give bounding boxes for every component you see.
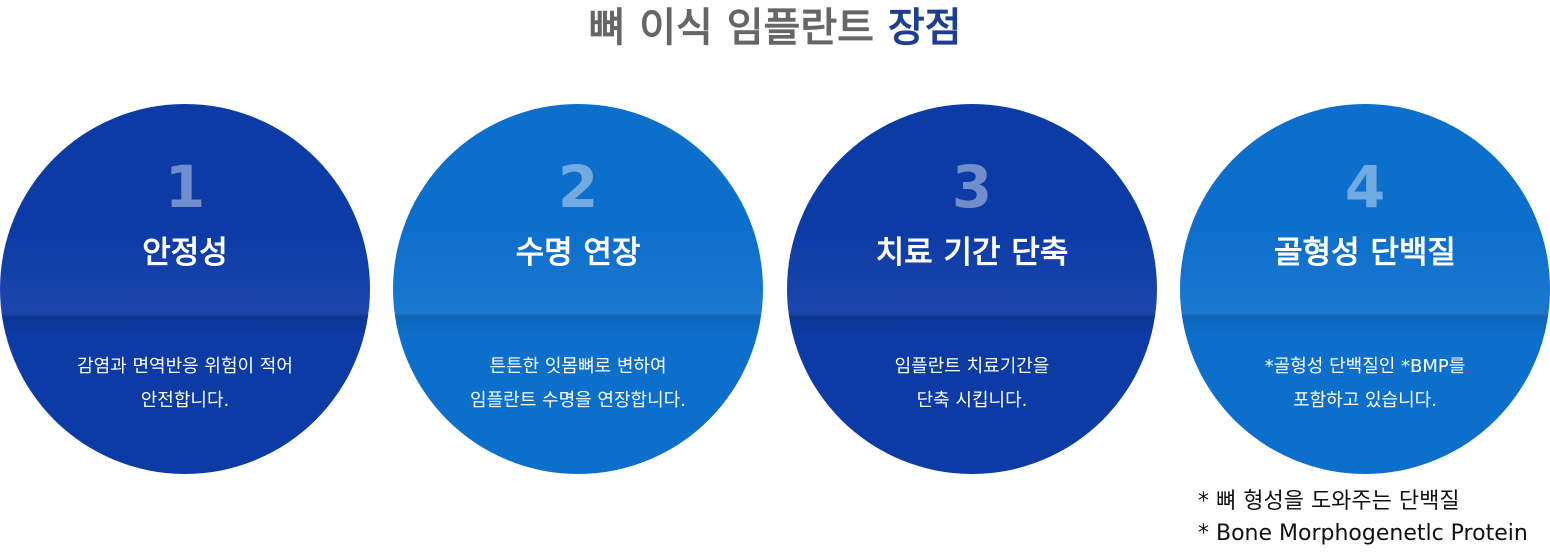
card-title: 수명 연장 [515,235,641,271]
card-title: 안정성 [142,235,228,271]
card-description-line: 임플란트 치료기간을 [894,356,1050,377]
title-main: 뼈 이식 임플란트 [588,5,888,51]
card-number: 2 [557,153,599,221]
card-description-line: 튼튼한 잇몸뼈로 변하여 [489,356,667,377]
card-description-line: 임플란트 수명을 연장합니다. [470,390,686,411]
card-number: 3 [951,153,993,221]
page-title: 뼈 이식 임플란트 장점 [0,2,1550,54]
card-description-line: 감염과 면역반응 위험이 적어 [77,356,293,377]
benefit-card-1: 1 안정성 감염과 면역반응 위험이 적어 안전합니다. [0,104,370,474]
card-number: 1 [164,153,206,221]
card-title: 골형성 단백질 [1274,235,1456,271]
benefit-card-3: 3 치료 기간 단축 임플란트 치료기간을 단축 시킵니다. [787,104,1157,474]
card-description: 튼튼한 잇몸뼈로 변하여 임플란트 수명을 연장합니다. [413,350,743,418]
footnote-line: * Bone Morphogenetlc Protein [1198,521,1528,546]
card-description: *골형성 단백질인 *BMP를 포함하고 있습니다. [1200,350,1530,418]
card-number: 4 [1344,153,1386,221]
benefit-card-4: 4 골형성 단백질 *골형성 단백질인 *BMP를 포함하고 있습니다. [1180,104,1550,474]
card-description: 임플란트 치료기간을 단축 시킵니다. [807,350,1137,418]
footnote: * 뼈 형성을 도와주는 단백질 * Bone Morphogenetlc Pr… [1198,486,1528,550]
card-description-line: 단축 시킵니다. [916,390,1028,411]
card-description-line: *골형성 단백질인 *BMP를 [1264,356,1466,377]
title-accent: 장점 [887,5,962,51]
card-description-line: 안전합니다. [140,390,230,411]
card-title: 치료 기간 단축 [875,235,1069,271]
card-description: 감염과 면역반응 위험이 적어 안전합니다. [20,350,350,418]
card-description-line: 포함하고 있습니다. [1293,390,1437,411]
footnote-line: * 뼈 형성을 도와주는 단백질 [1198,489,1460,514]
benefit-card-2: 2 수명 연장 튼튼한 잇몸뼈로 변하여 임플란트 수명을 연장합니다. [393,104,763,474]
